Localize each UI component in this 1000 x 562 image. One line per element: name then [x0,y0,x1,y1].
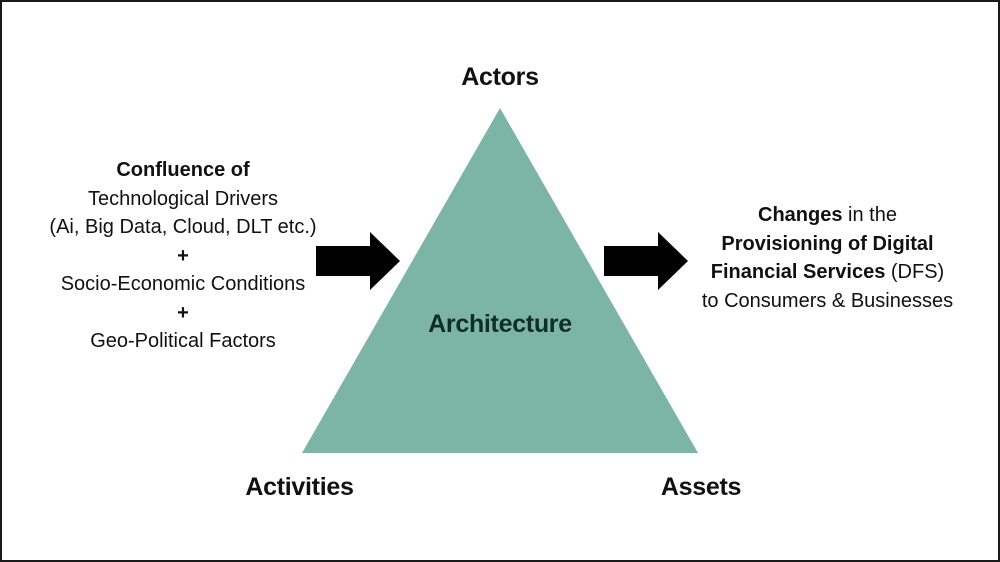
dfs-bold: Financial Services [710,261,886,283]
changes-rest: in the [842,204,897,226]
consumers-businesses-line: to Consumers & Businesses [701,289,954,312]
changes-bold: Changes [758,204,843,226]
socio-economic-conditions: Socio-Economic Conditions [60,273,306,295]
plus-sign: + [177,244,189,267]
node-actors: Actors [461,63,539,91]
architecture-triangle [302,108,698,453]
input-arrow [316,232,400,290]
confluence-heading: Confluence of [116,159,250,181]
plus-sign: + [177,301,189,324]
provisioning-line: Provisioning of Digital [721,232,934,255]
dfs-line: Financial Services (DFS) [690,258,965,287]
dfs-rest: (DFS) [885,261,945,283]
node-activities: Activities [245,473,354,501]
output-changes-text: Changes in the Provisioning of Digital F… [690,201,965,315]
architecture-label: Architecture [428,310,572,338]
technology-examples: (Ai, Big Data, Cloud, DLT etc.) [49,216,317,238]
geo-political-factors: Geo-Political Factors [90,330,276,352]
changes-line: Changes in the [690,201,965,230]
node-assets: Assets [660,473,742,501]
output-arrow [604,232,688,290]
input-drivers-text: Confluence of Technological Drivers (Ai,… [18,156,348,356]
technological-drivers: Technological Drivers [87,187,279,210]
